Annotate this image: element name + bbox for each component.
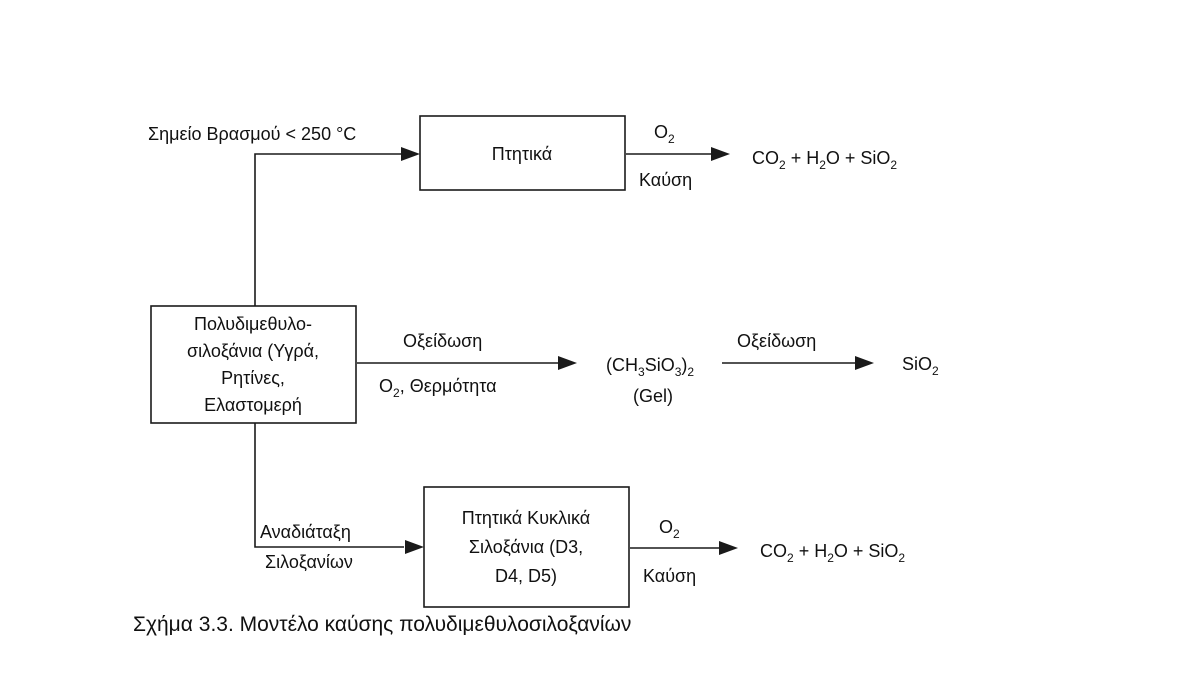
arrowhead-top-combustion bbox=[711, 147, 730, 161]
oxidation-label-2: Οξείδωση bbox=[737, 331, 816, 351]
rearrangement-label-2: Σιλοξανίων bbox=[265, 552, 353, 572]
combustion-top-label: Καύση bbox=[639, 170, 692, 190]
cyclic-siloxanes-box bbox=[423, 486, 630, 608]
cyclic-box-line-2: Σιλοξάνια (D3, bbox=[469, 537, 583, 557]
arrowhead-oxidation-2 bbox=[855, 356, 874, 370]
boiling-point-label: Σημείο Βρασμού < 250 °C bbox=[148, 124, 356, 144]
volatiles-box bbox=[419, 115, 626, 191]
pdms-box-line-1: Πολυδιμεθυλο- bbox=[194, 314, 312, 334]
cyclic-box-line-1: Πτητικά Κυκλικά bbox=[462, 508, 590, 528]
pdms-box-line-4: Ελαστομερή bbox=[204, 395, 302, 415]
connector-pdms-to-volatiles bbox=[254, 153, 404, 306]
cyclic-box-line-3: D4, D5) bbox=[495, 566, 557, 586]
oxidation-label-1: Οξείδωση bbox=[403, 331, 482, 351]
gel-label: (Gel) bbox=[633, 386, 673, 406]
arrowhead-to-cyclic bbox=[405, 540, 424, 554]
figure-caption: Σχήμα 3.3. Μοντέλο καύσης πολυδιμεθυλοσι… bbox=[133, 613, 632, 636]
arrowhead-oxidation-1 bbox=[558, 356, 577, 370]
combustion-bottom-label: Καύση bbox=[643, 566, 696, 586]
arrowhead-to-volatiles bbox=[401, 147, 420, 161]
oxygen-heat-label: O2, Θερμότητα bbox=[379, 376, 496, 400]
top-products-formula: CO2 + H2O + SiO2 bbox=[752, 148, 897, 172]
o2-bottom-label: O2 bbox=[659, 517, 680, 541]
connector-pdms-to-cyclic bbox=[254, 423, 404, 548]
pdms-box-line-3: Ρητίνες, bbox=[221, 368, 285, 388]
bottom-products-formula: CO2 + H2O + SiO2 bbox=[760, 541, 905, 565]
rearrangement-label-1: Αναδιάταξη bbox=[260, 522, 351, 542]
sio2-product: SiO2 bbox=[902, 354, 939, 378]
o2-top-label: O2 bbox=[654, 122, 675, 146]
gel-formula: (CH3SiO3)2 bbox=[606, 355, 694, 379]
volatiles-box-label: Πτητικά bbox=[492, 144, 552, 164]
arrowhead-bottom-combustion bbox=[719, 541, 738, 555]
pdms-box bbox=[150, 305, 357, 424]
pdms-box-line-2: σιλοξάνια (Υγρά, bbox=[187, 341, 319, 361]
